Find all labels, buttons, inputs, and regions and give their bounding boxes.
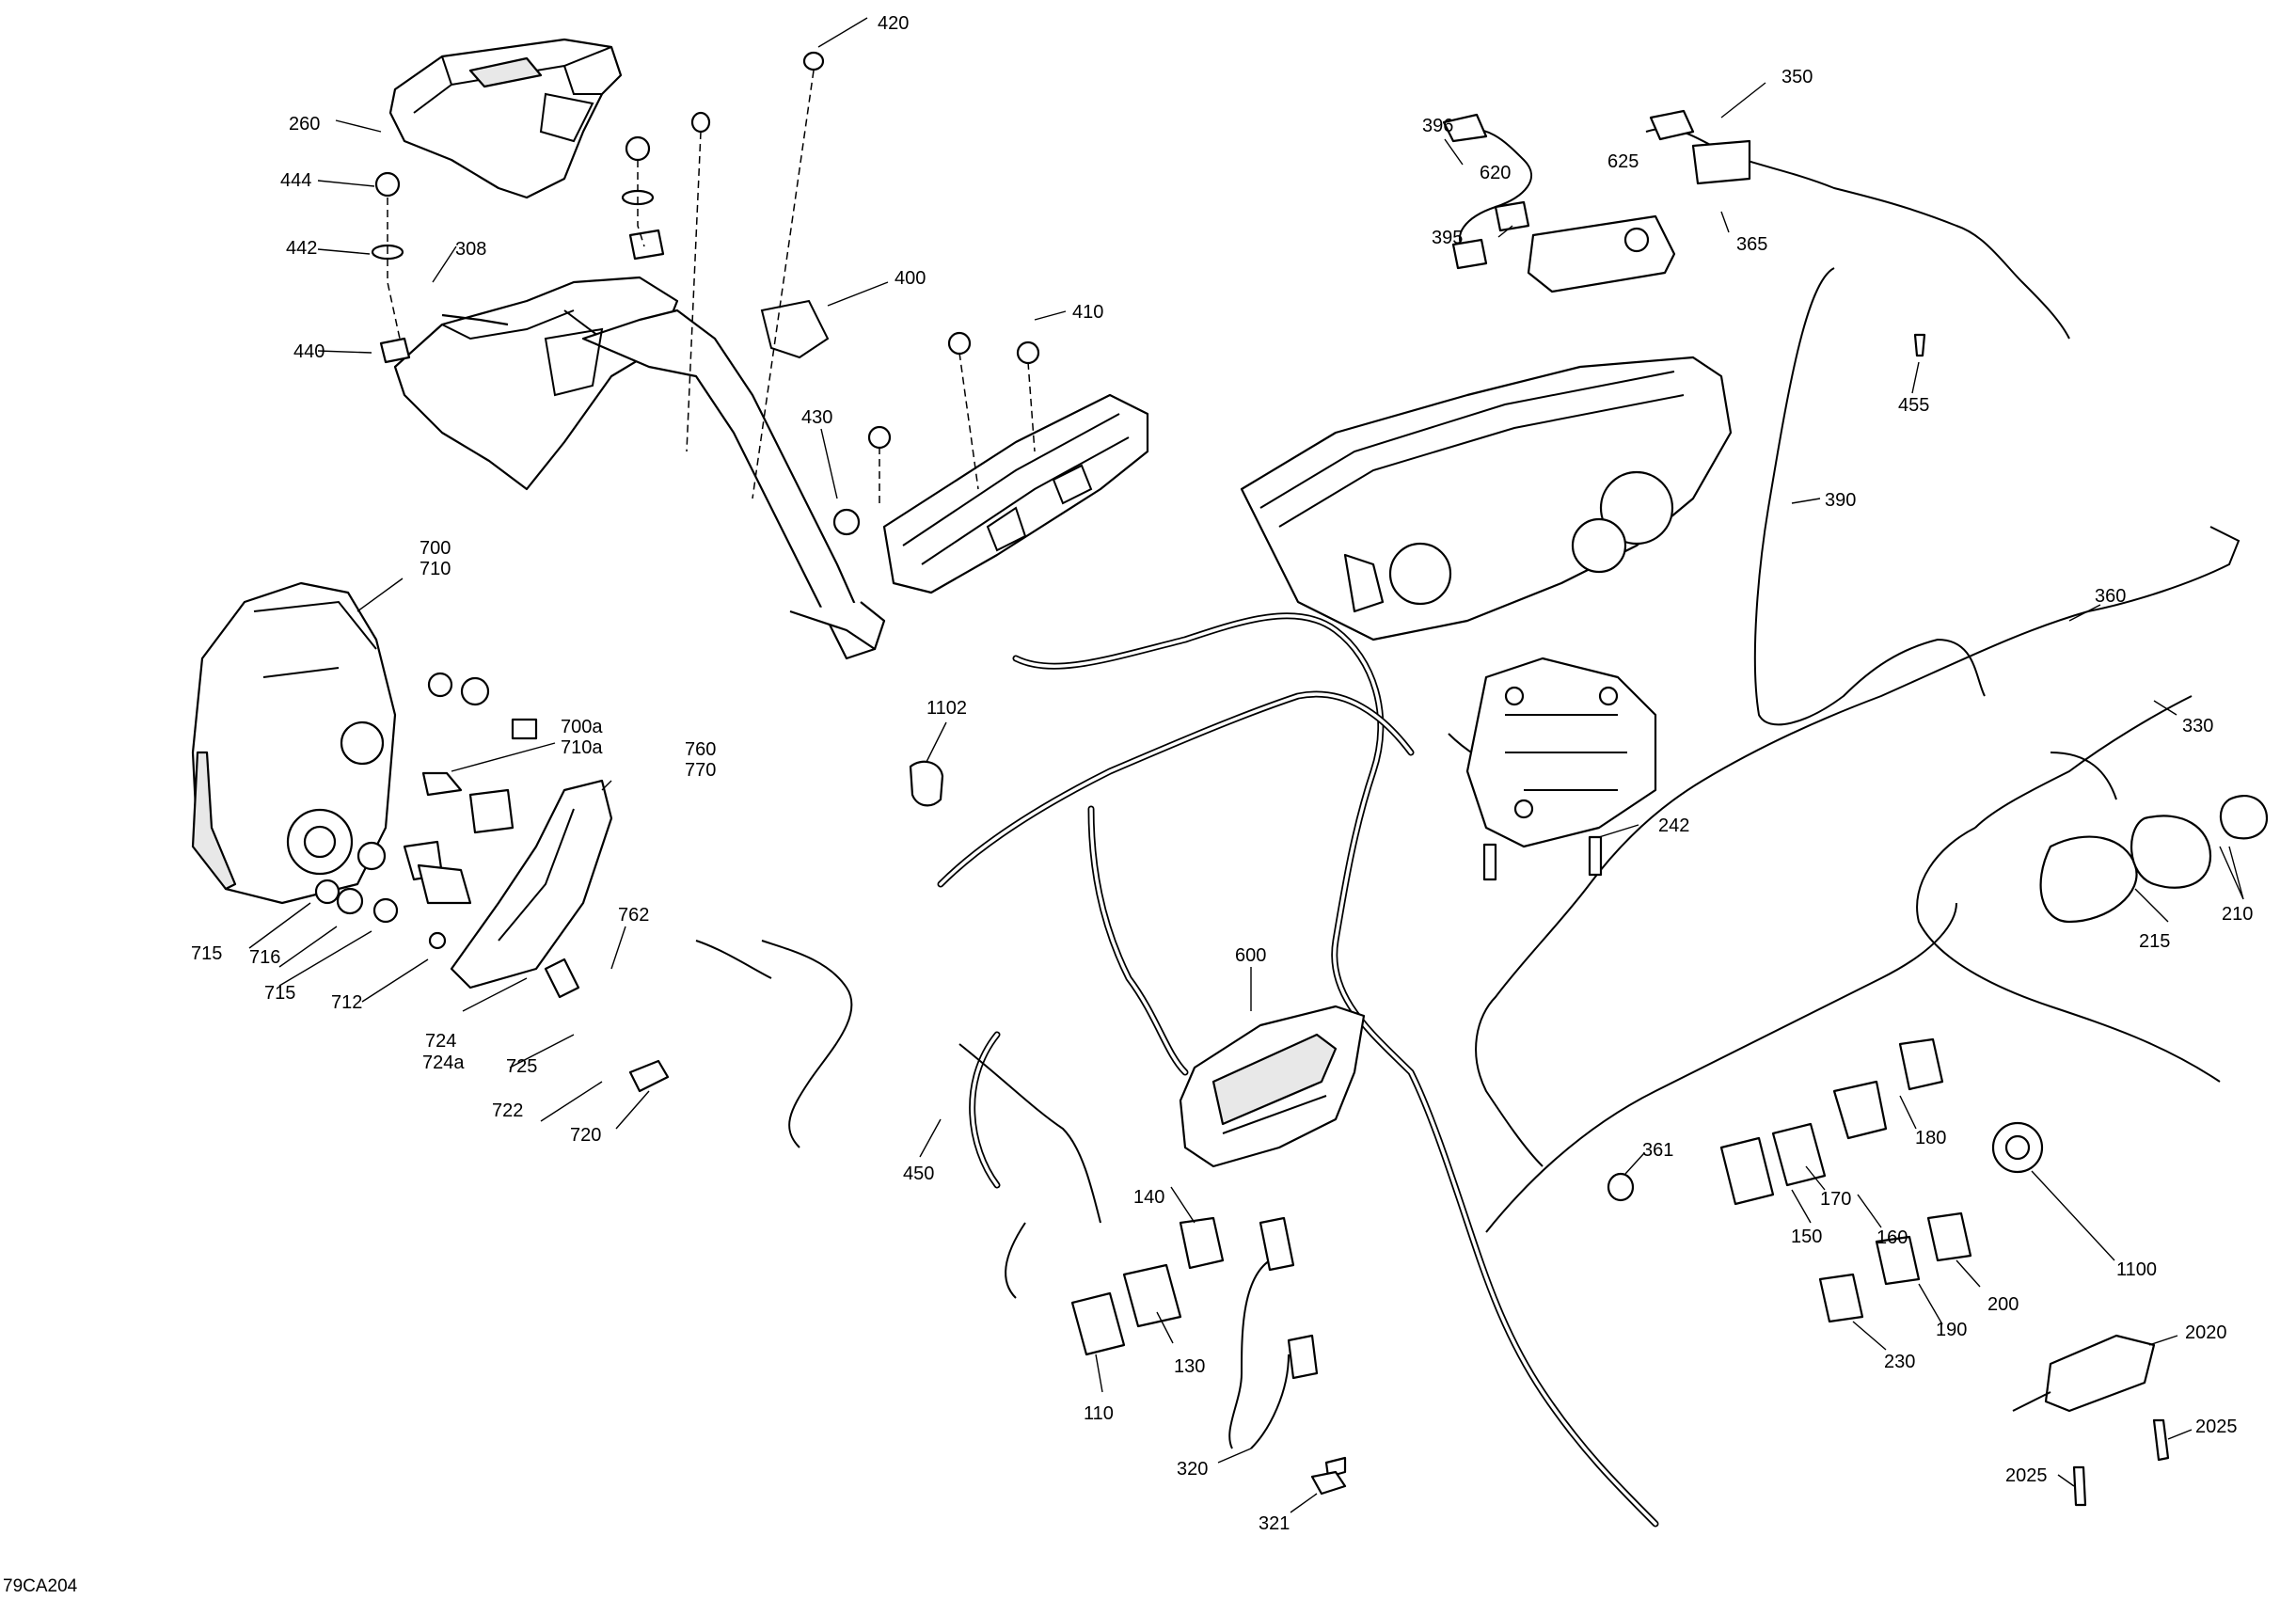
callout-2025-right: 2025 [2195, 1417, 2238, 1437]
callout-410: 410 [1072, 302, 1103, 323]
callout-350: 350 [1781, 67, 1813, 87]
callout-762: 762 [618, 905, 649, 926]
part-grommet-361 [1607, 1172, 1635, 1202]
callout-160: 160 [1876, 1227, 1908, 1248]
callout-716: 716 [249, 947, 280, 968]
callout-170: 170 [1820, 1189, 1851, 1210]
callout-260: 260 [289, 114, 320, 135]
callout-230: 230 [1884, 1352, 1915, 1372]
part-fuse-1102 [909, 760, 944, 807]
callout-724: 724 [425, 1031, 456, 1052]
callout-210: 210 [2222, 904, 2253, 925]
callout-396: 396 [1422, 116, 1453, 136]
part-panel-242 [1465, 657, 1657, 881]
callout-715-upper: 715 [191, 943, 222, 964]
callout-400: 400 [895, 268, 926, 289]
callout-190: 190 [1936, 1320, 1967, 1340]
callout-455: 455 [1898, 395, 1929, 416]
callout-140: 140 [1133, 1187, 1164, 1208]
part-screw-455 [1913, 333, 1926, 357]
callout-150: 150 [1791, 1227, 1822, 1247]
callout-712: 712 [331, 992, 362, 1013]
callout-365: 365 [1736, 234, 1767, 255]
callout-215: 215 [2139, 931, 2170, 952]
part-harness-320 [1228, 1216, 1347, 1479]
callout-320: 320 [1177, 1459, 1208, 1480]
callout-625: 625 [1607, 151, 1639, 172]
part-wire-harness-right [1475, 267, 2241, 1233]
part-gauge-600 [1179, 1005, 1366, 1168]
callout-242: 242 [1658, 815, 1689, 836]
callout-440: 440 [293, 341, 325, 362]
part-dash-frame [1240, 356, 1733, 641]
callout-1100: 1100 [2116, 1259, 2157, 1280]
part-wire-350 [1442, 109, 2070, 340]
callout-110: 110 [1084, 1403, 1114, 1424]
callout-390: 390 [1825, 490, 1856, 511]
part-panel-410 [882, 393, 1149, 594]
callout-724a: 724a [422, 1053, 465, 1073]
callout-361: 361 [1642, 1140, 1673, 1161]
callout-720: 720 [570, 1125, 601, 1146]
callout-450: 450 [903, 1164, 934, 1184]
callout-2025-left: 2025 [2005, 1465, 2048, 1486]
callout-430: 430 [801, 407, 832, 428]
callout-321: 321 [1259, 1513, 1290, 1534]
alignment-lines [387, 70, 1036, 508]
callout-722: 722 [492, 1100, 523, 1121]
figure-reference: 79CA204 [3, 1576, 78, 1596]
callout-180: 180 [1915, 1128, 1946, 1148]
callout-710: 710 [420, 559, 451, 579]
callout-725: 725 [506, 1056, 537, 1077]
callout-700a: 700a [561, 717, 603, 737]
part-main-harness [695, 612, 1659, 1528]
callout-420: 420 [878, 13, 909, 34]
callout-760: 760 [685, 739, 716, 760]
callout-442: 442 [286, 238, 317, 259]
callout-200: 200 [1987, 1294, 2019, 1315]
callout-700: 700 [420, 538, 451, 559]
callout-715-lower: 715 [264, 983, 295, 1004]
part-screw-321 [1310, 1470, 1347, 1496]
part-headlight-700 [191, 581, 397, 905]
callout-444: 444 [280, 170, 311, 191]
callout-395: 395 [1432, 228, 1463, 248]
callout-710a: 710a [561, 737, 603, 758]
part-outlet-210 [2039, 795, 2269, 924]
callout-labels: 420 260 444 442 308 440 400 410 430 396 … [3, 13, 2253, 1596]
callout-770: 770 [685, 760, 716, 781]
callout-620: 620 [1480, 163, 1511, 183]
part-remote-2020 [2012, 1334, 2170, 1507]
callout-600: 600 [1235, 945, 1266, 966]
part-switches [1070, 1037, 2044, 1356]
callout-330: 330 [2182, 716, 2213, 736]
callout-360: 360 [2095, 586, 2126, 607]
callout-1102: 1102 [926, 698, 967, 719]
part-headlight-bracket-760 [450, 779, 613, 989]
part-module-620 [1494, 200, 1676, 293]
part-cover-260 [388, 38, 623, 199]
callout-130: 130 [1174, 1356, 1205, 1377]
callout-2020: 2020 [2185, 1322, 2227, 1343]
callout-leaders [248, 17, 2244, 1513]
part-bracket-400 [393, 276, 886, 660]
part-fasteners-left [314, 51, 1040, 1093]
callout-308: 308 [455, 239, 486, 260]
